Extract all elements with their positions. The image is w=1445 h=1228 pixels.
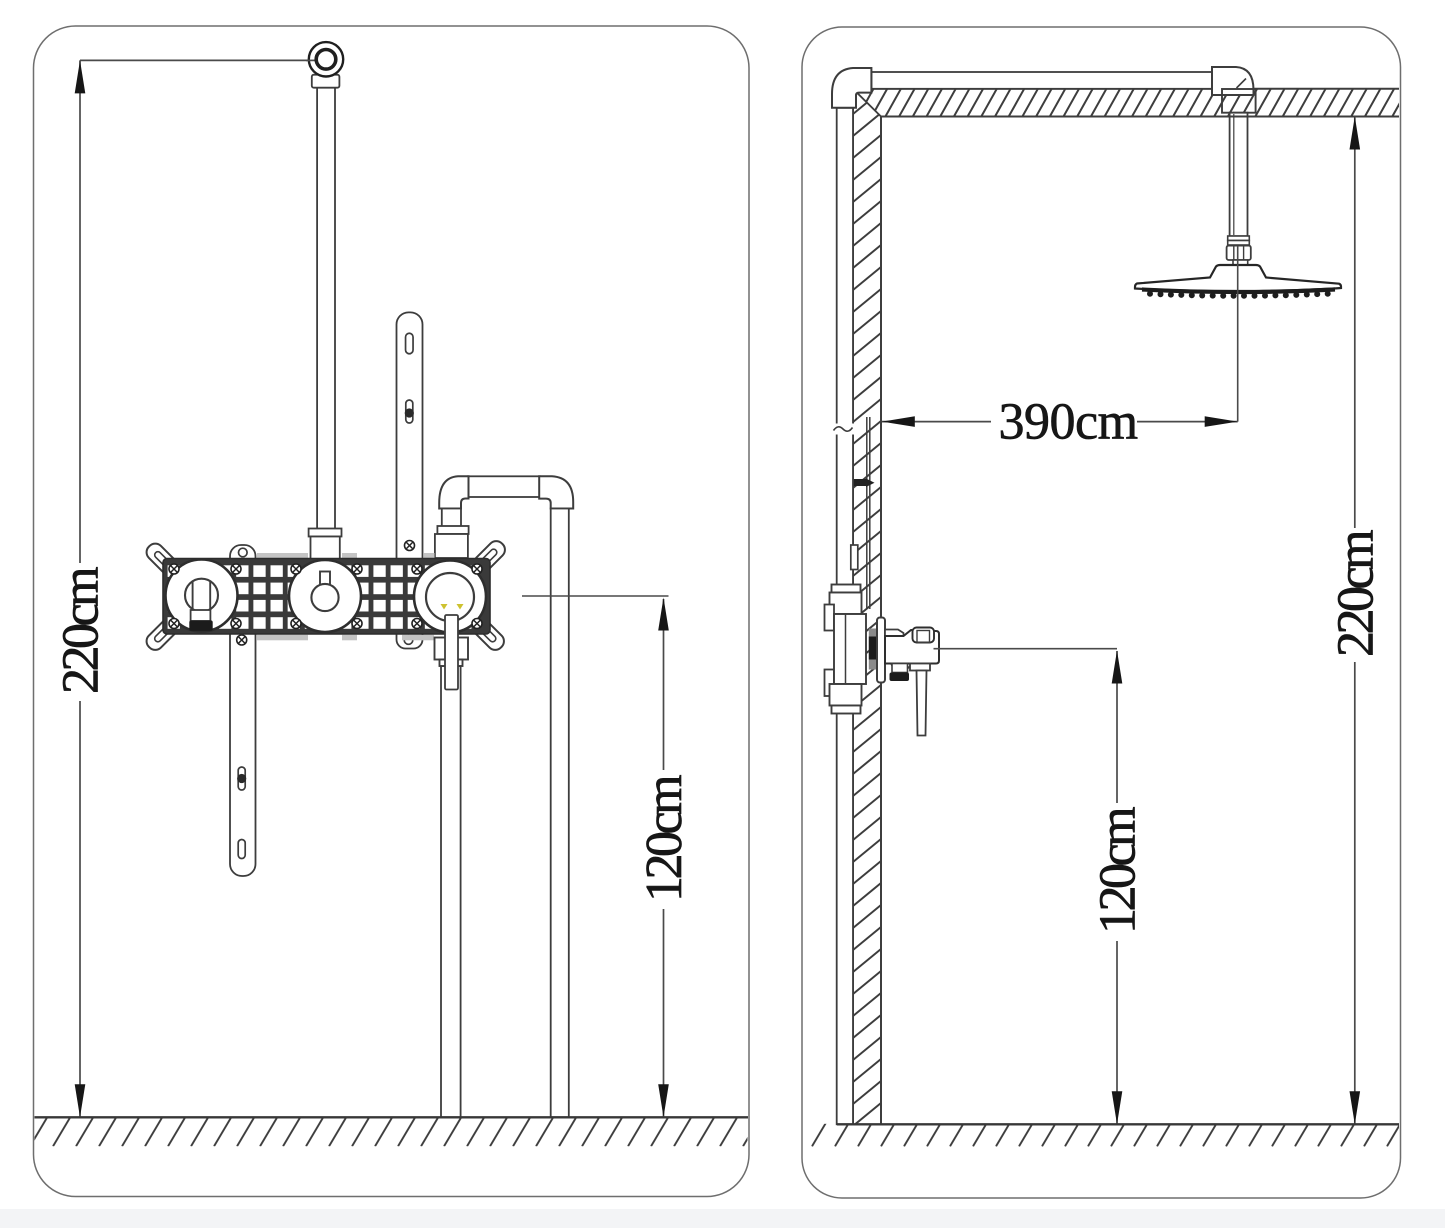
svg-text:120cm: 120cm (1090, 807, 1147, 934)
svg-text:390cm: 390cm (998, 394, 1137, 451)
svg-text:220cm: 220cm (53, 567, 110, 694)
svg-text:220cm: 220cm (1327, 530, 1384, 657)
svg-text:120cm: 120cm (636, 775, 693, 902)
